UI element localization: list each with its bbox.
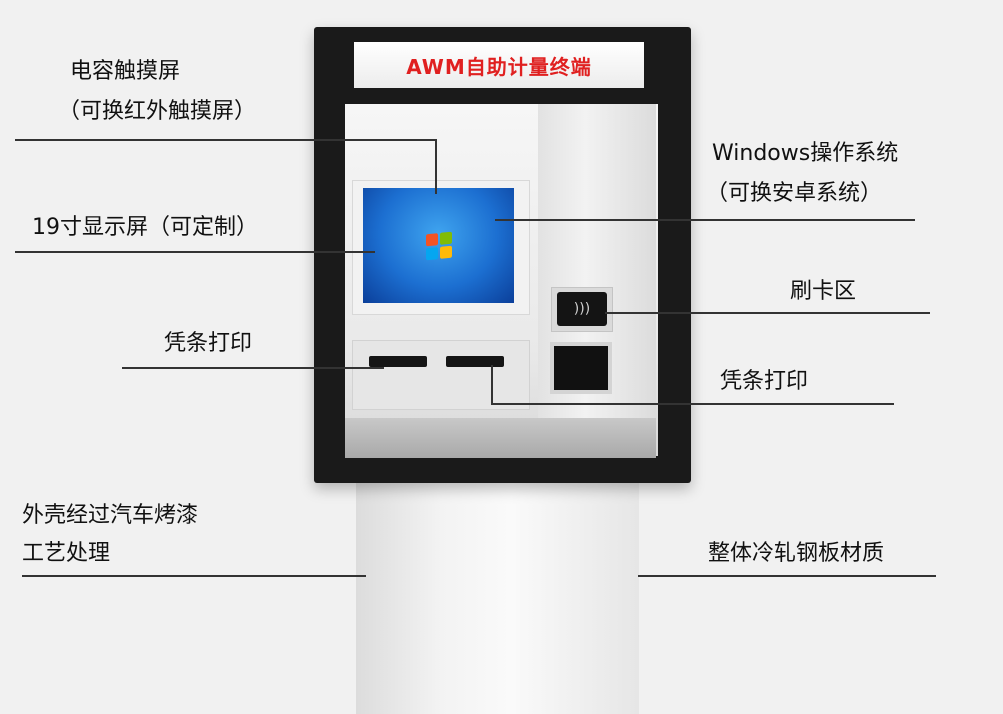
label-receipt-left: 凭条打印 <box>164 331 253 356</box>
sign-title: AWM自助计量终端 <box>406 54 592 79</box>
leader-shell <box>22 575 366 577</box>
label-os-line2: （可换安卓系统） <box>706 181 883 206</box>
leader-touch-drop <box>435 139 437 194</box>
card-reader: ))) <box>557 292 607 326</box>
leader-material <box>638 575 936 577</box>
kiosk-right-wall <box>538 104 656 456</box>
label-material: 整体冷轧钢板材质 <box>708 541 885 566</box>
label-shell-line2: 工艺处理 <box>22 541 111 566</box>
label-display: 19寸显示屏（可定制） <box>32 215 258 240</box>
leader-display <box>15 251 375 253</box>
leader-receipt-right <box>491 403 894 405</box>
kiosk-sign: AWM自助计量终端 <box>354 42 644 88</box>
label-shell-line1: 外壳经过汽车烤漆 <box>22 503 199 528</box>
leader-os <box>495 219 915 221</box>
leader-receipt-left <box>122 367 384 369</box>
label-touch-line2: （可换红外触摸屏） <box>58 99 257 124</box>
receipt-slot-left <box>369 356 427 367</box>
leader-card <box>605 312 930 314</box>
kiosk-pedestal <box>356 478 639 714</box>
leader-receipt-right-drop <box>491 365 493 405</box>
label-card-area: 刷卡区 <box>790 279 857 304</box>
kiosk-screen <box>363 188 514 303</box>
lower-panel <box>352 340 530 410</box>
receipt-printer <box>554 346 608 390</box>
leader-touch <box>15 139 435 141</box>
nfc-icon: ))) <box>573 301 591 317</box>
windows-logo-icon <box>425 231 452 260</box>
receipt-slot-right <box>446 356 504 367</box>
label-os-line1: Windows操作系统 <box>712 141 899 166</box>
label-receipt-right: 凭条打印 <box>720 369 809 394</box>
label-touch-line1: 电容触摸屏 <box>70 59 181 84</box>
kiosk-shelf <box>345 418 656 458</box>
